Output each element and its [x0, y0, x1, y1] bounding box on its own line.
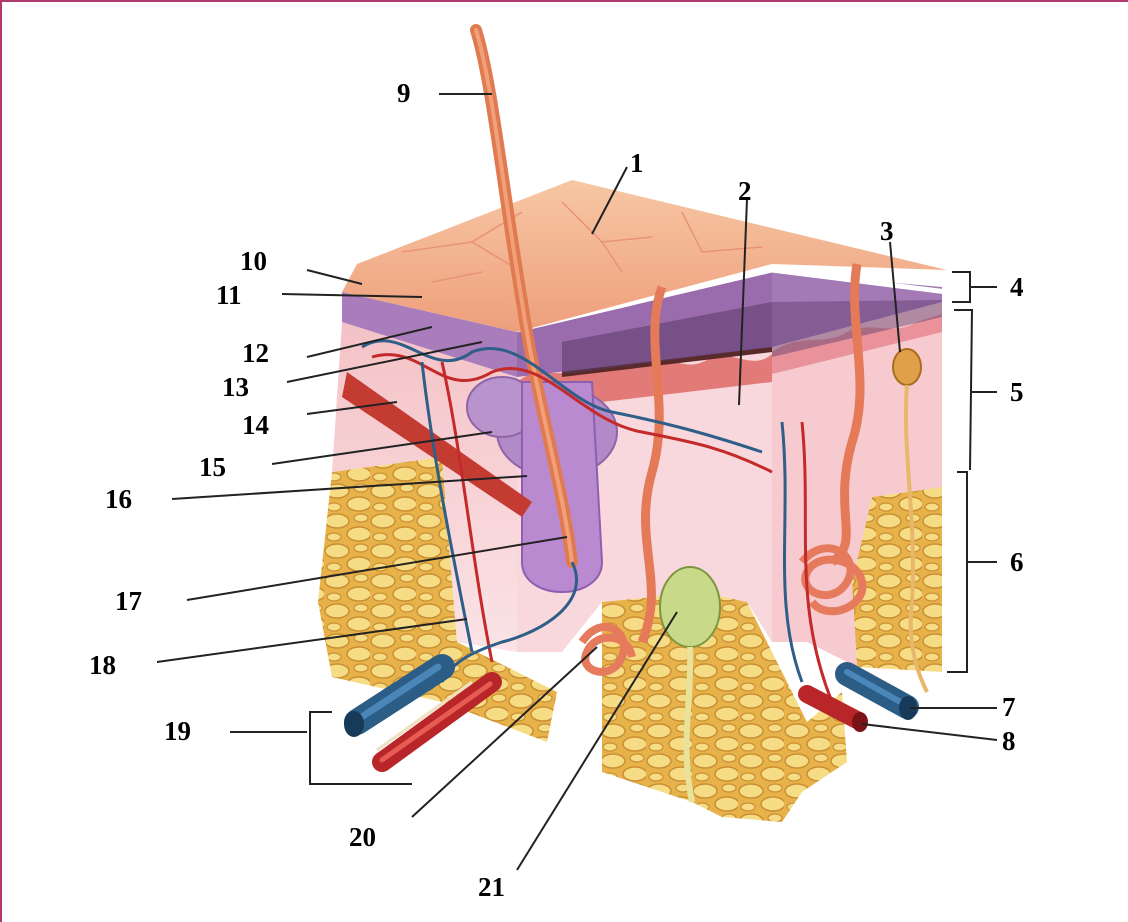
- label-5: 5: [1010, 379, 1024, 406]
- label-15: 15: [199, 454, 226, 481]
- label-14: 14: [242, 412, 269, 439]
- label-2: 2: [738, 178, 752, 205]
- label-11: 11: [216, 282, 242, 309]
- label-10: 10: [240, 248, 267, 275]
- label-20: 20: [349, 824, 376, 851]
- label-1: 1: [630, 150, 644, 177]
- label-16: 16: [105, 486, 132, 513]
- label-13: 13: [222, 374, 249, 401]
- label-18: 18: [89, 652, 116, 679]
- tactile-corpuscle: [893, 349, 921, 385]
- label-19: 19: [164, 718, 191, 745]
- label-6: 6: [1010, 549, 1024, 576]
- label-21: 21: [478, 874, 505, 901]
- label-17: 17: [115, 588, 142, 615]
- label-12: 12: [242, 340, 269, 367]
- label-9: 9: [397, 80, 411, 107]
- label-3: 3: [880, 218, 894, 245]
- lamellar-corpuscle: [660, 567, 720, 647]
- label-4: 4: [1010, 274, 1024, 301]
- label-8: 8: [1002, 728, 1016, 755]
- label-7: 7: [1002, 694, 1016, 721]
